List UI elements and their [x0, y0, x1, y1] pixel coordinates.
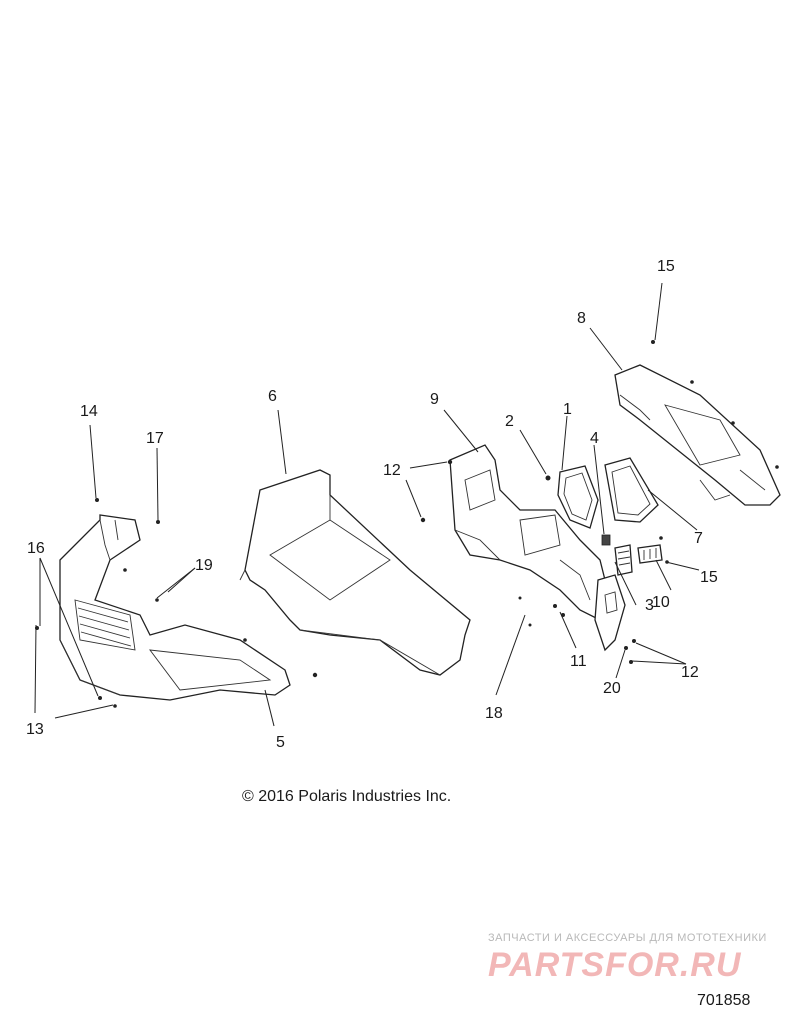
callout-3: 3 — [645, 597, 654, 614]
callout-5: 5 — [276, 734, 285, 751]
callout-9: 9 — [430, 391, 439, 408]
part-small-panel — [637, 544, 663, 564]
watermark-tagline: ЗАПЧАСТИ И АКСЕССУАРЫ ДЛЯ МОТОТЕХНИКИ — [488, 932, 767, 944]
callout-18: 18 — [485, 705, 503, 722]
callout-1: 1 — [563, 401, 572, 418]
copyright-notice: © 2016 Polaris Industries Inc. — [242, 788, 452, 805]
callout-17: 17 — [146, 430, 164, 447]
part-vent — [614, 544, 633, 576]
watermark-logo: PARTSFOR.RU — [488, 946, 742, 984]
callout-2: 2 — [505, 413, 514, 430]
callout-15-upper: 15 — [657, 258, 675, 275]
callout-19: 19 — [195, 557, 213, 574]
callout-12-lower: 12 — [681, 664, 699, 681]
callout-4: 4 — [590, 430, 599, 447]
part-side-trim — [594, 574, 626, 652]
diagram-number: 701858 — [697, 992, 751, 1009]
part-upper-dash-cover — [614, 364, 781, 506]
callout-labels: 1 2 3 4 5 6 7 8 9 10 11 12 12 13 14 15 1… — [26, 258, 718, 751]
callout-14: 14 — [80, 403, 98, 420]
part-dash-panel — [449, 444, 611, 621]
callout-10: 10 — [652, 594, 670, 611]
leader-lines — [34, 282, 700, 727]
part-gasket — [557, 465, 599, 529]
part-bezel — [604, 457, 659, 523]
part-hood — [239, 469, 471, 676]
part-front-bumper — [59, 514, 291, 701]
callout-15-lower: 15 — [700, 569, 718, 586]
callout-12-upper: 12 — [383, 462, 401, 479]
callout-6: 6 — [268, 388, 277, 405]
callout-8: 8 — [577, 310, 586, 327]
callout-11: 11 — [570, 653, 587, 670]
part-switch — [601, 534, 611, 546]
callout-7: 7 — [694, 530, 703, 547]
callout-20: 20 — [603, 680, 621, 697]
callout-16: 16 — [27, 540, 45, 557]
callout-13: 13 — [26, 721, 44, 738]
